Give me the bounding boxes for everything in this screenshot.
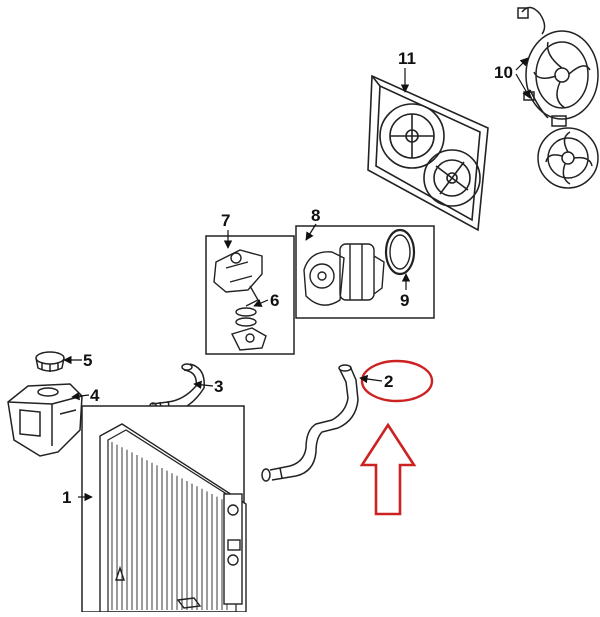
- callout-2: 2: [384, 372, 394, 391]
- expansion-tank: [7, 383, 83, 457]
- callout-8: 8: [311, 206, 321, 225]
- callout-4: 4: [90, 386, 100, 405]
- highlight-ellipse: [360, 359, 434, 403]
- callout-3: 3: [214, 377, 224, 396]
- callout-6: 6: [270, 291, 280, 310]
- highlight-arrow: [359, 422, 417, 516]
- reservoir-cap: [35, 351, 65, 372]
- callout-10: 10: [494, 63, 513, 82]
- leader-lines: [63, 57, 531, 502]
- callout-7: 7: [221, 211, 231, 230]
- water-pump-box: [295, 225, 435, 319]
- cooling-fans: [517, 6, 599, 189]
- callout-1: 1: [62, 488, 72, 507]
- callout-5: 5: [83, 351, 93, 370]
- radiator: [81, 405, 247, 613]
- callout-9: 9: [400, 291, 410, 310]
- callout-11: 11: [398, 49, 416, 68]
- thermostat-box: [205, 235, 295, 355]
- fan-shroud: [367, 74, 489, 232]
- highlight: [359, 359, 434, 516]
- lower-hose: [261, 364, 359, 482]
